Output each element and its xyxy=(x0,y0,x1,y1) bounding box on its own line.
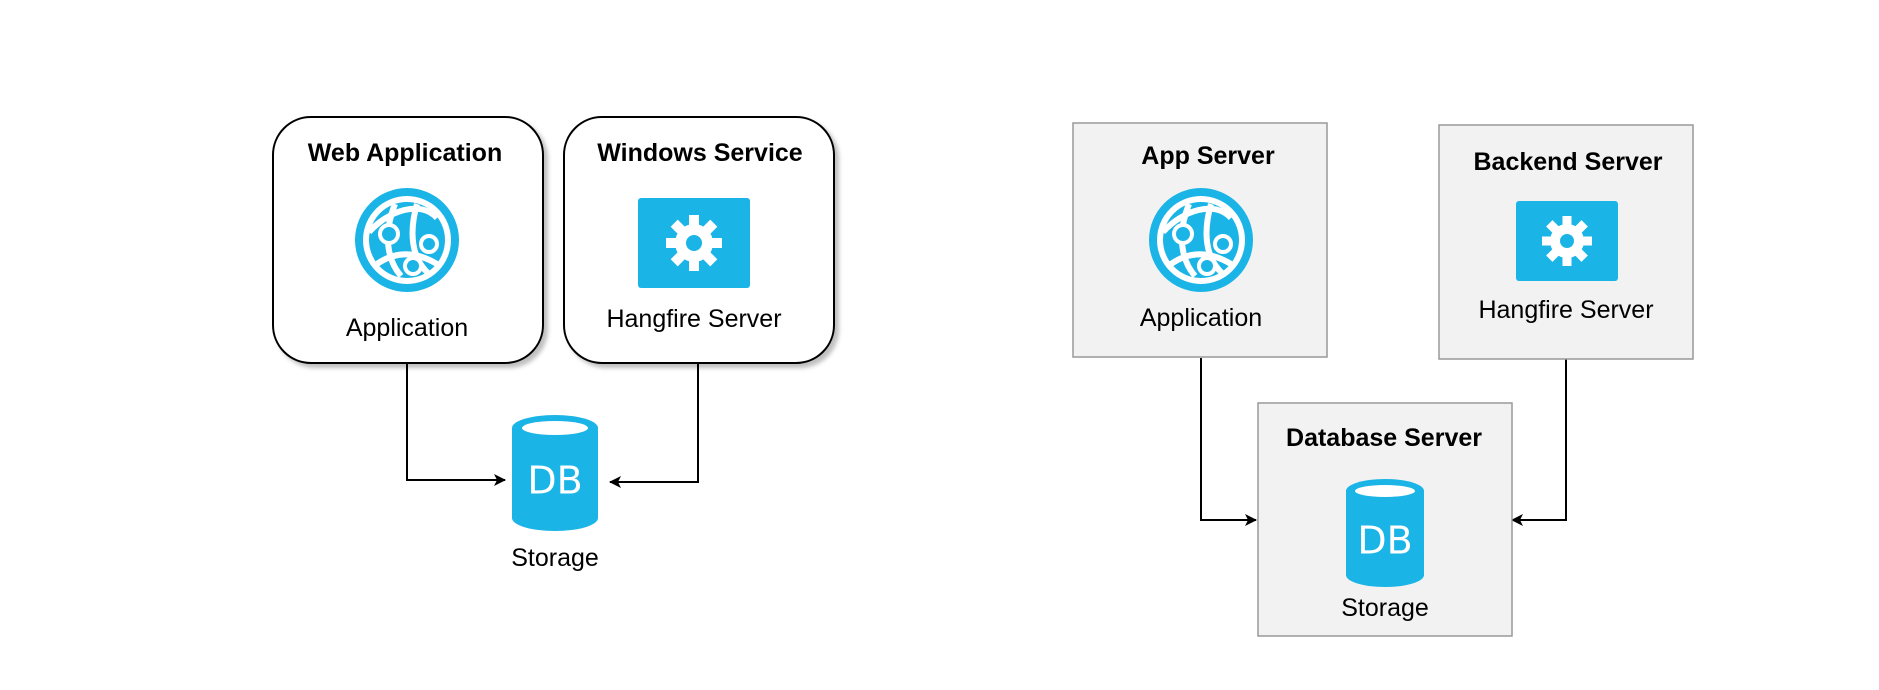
backend-server-node[interactable]: Backend Server Hangfire Server xyxy=(1438,124,1694,360)
connector-app-server-to-database-server xyxy=(1200,358,1257,526)
app-server-label: Application xyxy=(1140,304,1262,332)
storage-db-text: DB xyxy=(527,459,582,503)
left-diagram: Web Application Application Windows Serv… xyxy=(272,116,835,572)
app-server-node[interactable]: App Server Application xyxy=(1072,122,1328,358)
database-server-label: Storage xyxy=(1341,594,1429,622)
web-application-label: Application xyxy=(346,314,468,342)
database-icon: DB xyxy=(512,415,598,531)
database-server-title: Database Server xyxy=(1286,424,1482,452)
connector-backend-server-to-database-server xyxy=(1511,358,1567,526)
windows-service-node[interactable]: Windows Service Hangfire Server xyxy=(563,116,835,364)
database-icon: DB xyxy=(1346,479,1424,587)
gear-service-icon xyxy=(638,198,750,288)
windows-service-title: Windows Service xyxy=(597,139,802,167)
windows-service-label: Hangfire Server xyxy=(606,305,781,333)
web-app-globe-icon xyxy=(1149,188,1253,292)
backend-server-title: Backend Server xyxy=(1473,148,1662,176)
web-application-title: Web Application xyxy=(308,139,502,167)
gear-service-icon xyxy=(1516,201,1618,281)
storage-node[interactable]: DB Storage xyxy=(511,415,599,572)
web-application-node[interactable]: Web Application Application xyxy=(272,116,544,364)
right-diagram: App Server Application Backend Server xyxy=(1072,122,1694,637)
connector-web-app-to-storage xyxy=(406,364,506,486)
app-server-title: App Server xyxy=(1141,142,1275,170)
connector-windows-service-to-storage xyxy=(609,364,699,488)
web-app-globe-icon xyxy=(355,188,459,292)
storage-label: Storage xyxy=(511,544,599,572)
database-server-node[interactable]: Database Server DB Storage xyxy=(1257,402,1513,637)
database-server-db-text: DB xyxy=(1357,519,1412,563)
backend-server-label: Hangfire Server xyxy=(1478,296,1653,324)
